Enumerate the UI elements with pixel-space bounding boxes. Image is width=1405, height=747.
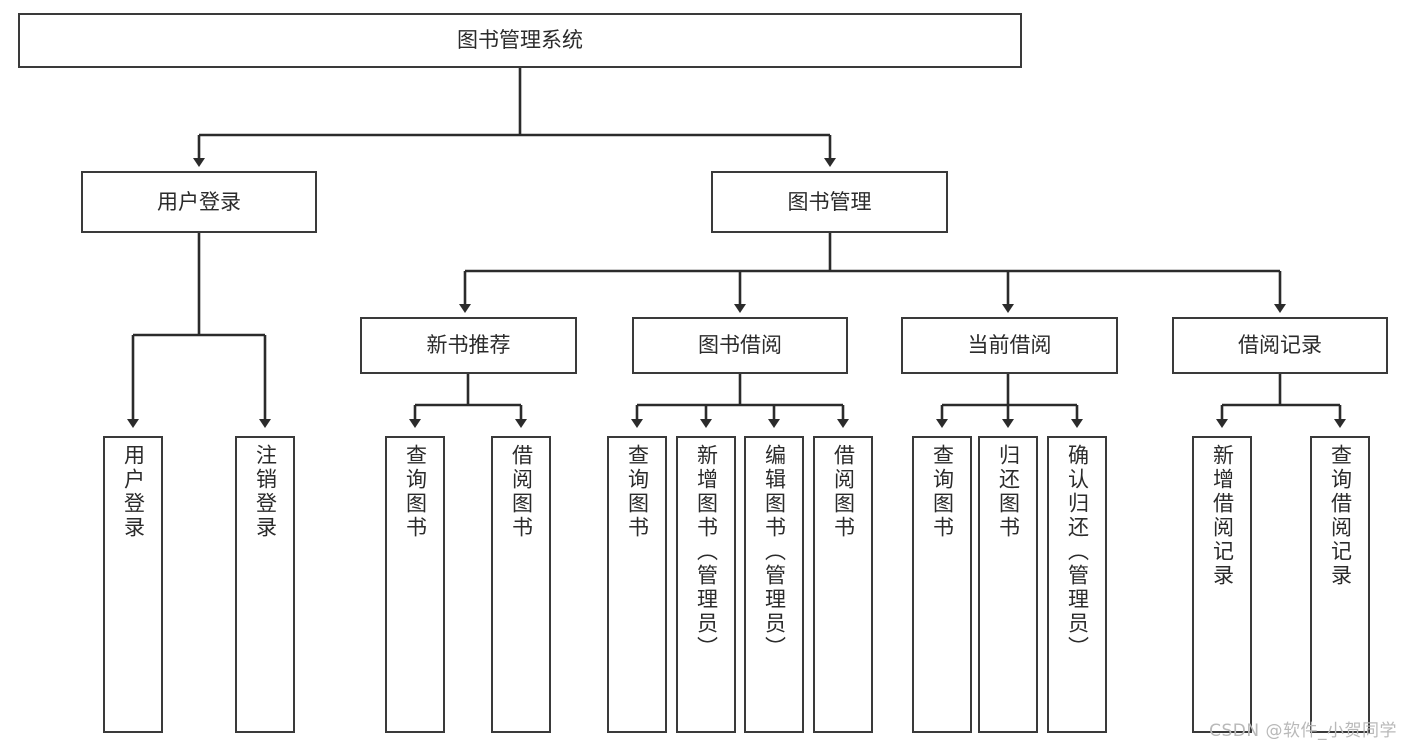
- node-book-borrow[interactable]: 图书借阅: [632, 317, 848, 374]
- node-leaf-query-book-current[interactable]: 查询图书: [912, 436, 972, 733]
- node-label: 用户登录: [121, 444, 146, 540]
- node-label: 图书借阅: [698, 333, 782, 358]
- node-label: 当前借阅: [967, 333, 1052, 358]
- node-leaf-query-book-recommend[interactable]: 查询图书: [385, 436, 445, 733]
- node-label: 注销登录: [253, 444, 278, 540]
- node-label: 查询图书: [625, 444, 650, 540]
- node-label: 新书推荐: [426, 333, 511, 358]
- node-label: 查询借阅记录: [1328, 444, 1353, 588]
- node-leaf-confirm-return-admin[interactable]: 确认归还（管理员）: [1047, 436, 1107, 733]
- node-borrow-records[interactable]: 借阅记录: [1172, 317, 1388, 374]
- node-label: 用户登录: [157, 189, 241, 214]
- node-label: 借阅图书: [509, 444, 534, 540]
- node-leaf-borrow-book-recommend[interactable]: 借阅图书: [491, 436, 551, 733]
- node-user-login[interactable]: 用户登录: [81, 171, 317, 233]
- node-label: 查询图书: [930, 444, 955, 540]
- node-label: 借阅图书: [831, 444, 856, 540]
- node-leaf-borrow-book[interactable]: 借阅图书: [813, 436, 873, 733]
- node-root-system[interactable]: 图书管理系统: [18, 13, 1022, 68]
- node-leaf-return-book[interactable]: 归还图书: [978, 436, 1038, 733]
- node-leaf-query-borrow-record[interactable]: 查询借阅记录: [1310, 436, 1370, 733]
- node-label: 新增图书（管理员）: [694, 444, 719, 660]
- node-leaf-user-login[interactable]: 用户登录: [103, 436, 163, 733]
- node-label: 归还图书: [996, 444, 1021, 540]
- node-label: 图书管理系统: [457, 28, 583, 53]
- node-new-book-recommend[interactable]: 新书推荐: [360, 317, 577, 374]
- node-leaf-logout[interactable]: 注销登录: [235, 436, 295, 733]
- csdn-watermark: CSDN @软件_小贺同学: [1209, 721, 1397, 741]
- node-book-management[interactable]: 图书管理: [711, 171, 948, 233]
- node-leaf-add-borrow-record[interactable]: 新增借阅记录: [1192, 436, 1252, 733]
- node-leaf-add-book-admin[interactable]: 新增图书（管理员）: [676, 436, 736, 733]
- node-label: 新增借阅记录: [1210, 444, 1235, 588]
- node-label: 图书管理: [787, 189, 872, 214]
- node-leaf-query-book-borrow[interactable]: 查询图书: [607, 436, 667, 733]
- node-label: 编辑图书（管理员）: [762, 444, 787, 660]
- node-label: 借阅记录: [1238, 333, 1322, 358]
- node-label: 查询图书: [403, 444, 428, 540]
- node-leaf-edit-book-admin[interactable]: 编辑图书（管理员）: [744, 436, 804, 733]
- node-current-borrow[interactable]: 当前借阅: [901, 317, 1118, 374]
- node-label: 确认归还（管理员）: [1065, 444, 1090, 660]
